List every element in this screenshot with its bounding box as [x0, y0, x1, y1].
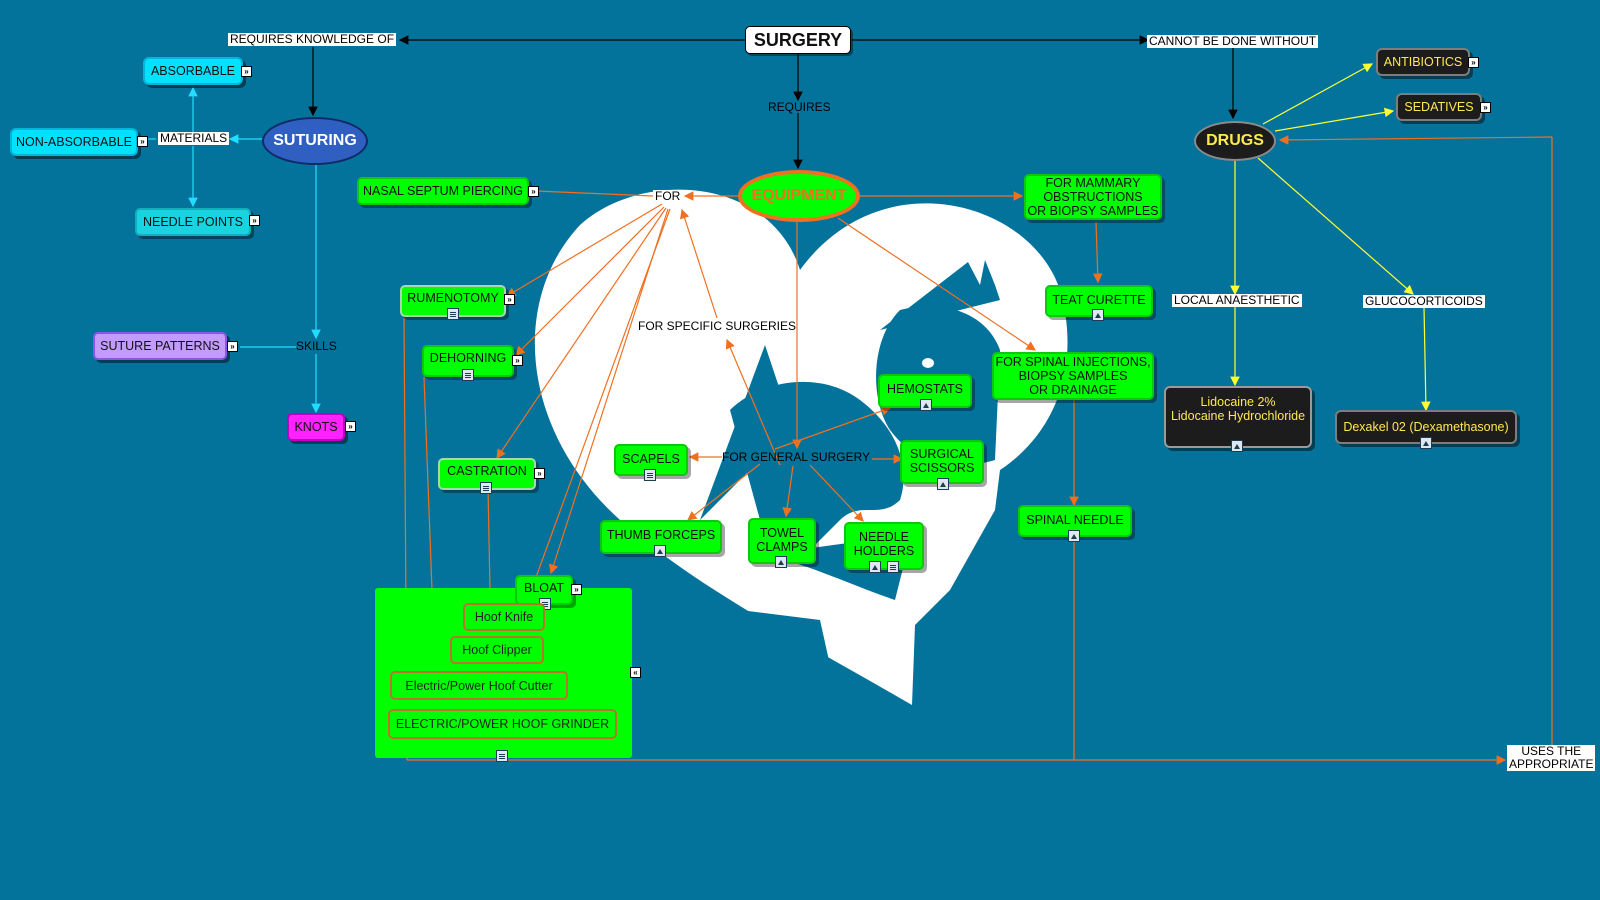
document-icon[interactable]: [447, 308, 459, 320]
document-icon[interactable]: [462, 369, 474, 381]
electric-hoof-grinder-node[interactable]: ELECTRIC/POWER HOOF GRINDER: [388, 709, 617, 739]
image-icon[interactable]: [775, 556, 787, 568]
bloat-node[interactable]: BLOAT: [515, 575, 573, 605]
link-label-requires: REQUIRES: [768, 100, 831, 114]
drugs-node[interactable]: DRUGS: [1194, 121, 1276, 161]
image-icon[interactable]: [920, 399, 932, 411]
collapse-icon[interactable]: «: [630, 667, 641, 678]
document-icon[interactable]: [480, 482, 492, 494]
expand-icon[interactable]: »: [1480, 102, 1491, 113]
antibiotics-node[interactable]: ANTIBIOTICS: [1376, 48, 1470, 76]
knots-node[interactable]: KNOTS: [287, 413, 345, 441]
non-absorbable-node[interactable]: NON-ABSORBABLE: [10, 128, 138, 156]
link-label-requires-knowledge-of: REQUIRES KNOWLEDGE OF: [228, 32, 397, 46]
link-label-for: FOR: [653, 189, 683, 203]
nasal-septum-piercing-node[interactable]: NASAL SEPTUM PIERCING: [357, 177, 529, 205]
link-label-cannot-be-done-without: CANNOT BE DONE WITHOUT: [1147, 34, 1319, 48]
link-label-skills: SKILLS: [296, 339, 337, 353]
link-label-local-anaesthetic: LOCAL ANAESTHETIC: [1172, 293, 1302, 307]
needle-points-node[interactable]: NEEDLE POINTS: [135, 208, 251, 236]
expand-icon[interactable]: »: [249, 215, 260, 226]
image-icon[interactable]: [654, 545, 666, 557]
hoof-knife-node[interactable]: Hoof Knife: [463, 603, 545, 631]
suturing-node[interactable]: SUTURING: [262, 117, 368, 165]
spinal-purpose-node[interactable]: FOR SPINAL INJECTIONS, BIOPSY SAMPLES OR…: [992, 352, 1154, 400]
expand-icon[interactable]: »: [504, 294, 515, 305]
document-icon[interactable]: [644, 469, 656, 481]
expand-icon[interactable]: »: [1468, 57, 1479, 68]
electric-hoof-cutter-node[interactable]: Electric/Power Hoof Cutter: [390, 671, 568, 700]
expand-icon[interactable]: »: [528, 186, 539, 197]
link-label-for-specific-surgeries: FOR SPECIFIC SURGERIES: [638, 319, 797, 333]
expand-icon[interactable]: »: [227, 341, 238, 352]
image-icon[interactable]: [937, 478, 949, 490]
expand-icon[interactable]: »: [241, 66, 252, 77]
needle-holders-node[interactable]: NEEDLE HOLDERS: [844, 522, 924, 570]
document-icon[interactable]: [496, 750, 508, 762]
mammary-obstructions-node[interactable]: FOR MAMMARY OBSTRUCTIONS OR BIOPSY SAMPL…: [1024, 174, 1162, 220]
equipment-node[interactable]: EQUIPMENT: [738, 170, 860, 222]
link-label-materials: MATERIALS: [158, 131, 230, 145]
expand-icon[interactable]: »: [345, 421, 356, 432]
sedatives-node[interactable]: SEDATIVES: [1396, 93, 1482, 121]
expand-icon[interactable]: »: [512, 355, 523, 366]
link-label-glucocorticoids: GLUCOCORTICOIDS: [1363, 294, 1485, 308]
lidocaine-node[interactable]: Lidocaine 2% Lidocaine Hydrochloride: [1164, 386, 1312, 448]
image-icon[interactable]: [1231, 440, 1243, 452]
hoof-clipper-node[interactable]: Hoof Clipper: [450, 636, 544, 664]
image-icon[interactable]: [869, 561, 881, 573]
expand-icon[interactable]: »: [534, 468, 545, 479]
expand-icon[interactable]: »: [137, 136, 148, 147]
link-label-for-general-surgery: FOR GENERAL SURGERY: [722, 450, 871, 464]
link-label-uses-the-appropriate: USES THE APPROPRIATE: [1507, 744, 1596, 771]
image-icon[interactable]: [1092, 309, 1104, 321]
image-icon[interactable]: [1420, 437, 1432, 449]
document-icon[interactable]: [887, 561, 899, 573]
image-icon[interactable]: [1068, 530, 1080, 542]
suture-patterns-node[interactable]: SUTURE PATTERNS: [93, 332, 227, 360]
surgery-node[interactable]: SURGERY: [745, 26, 851, 54]
expand-icon[interactable]: »: [571, 584, 582, 595]
absorbable-node[interactable]: ABSORBABLE: [143, 57, 243, 85]
